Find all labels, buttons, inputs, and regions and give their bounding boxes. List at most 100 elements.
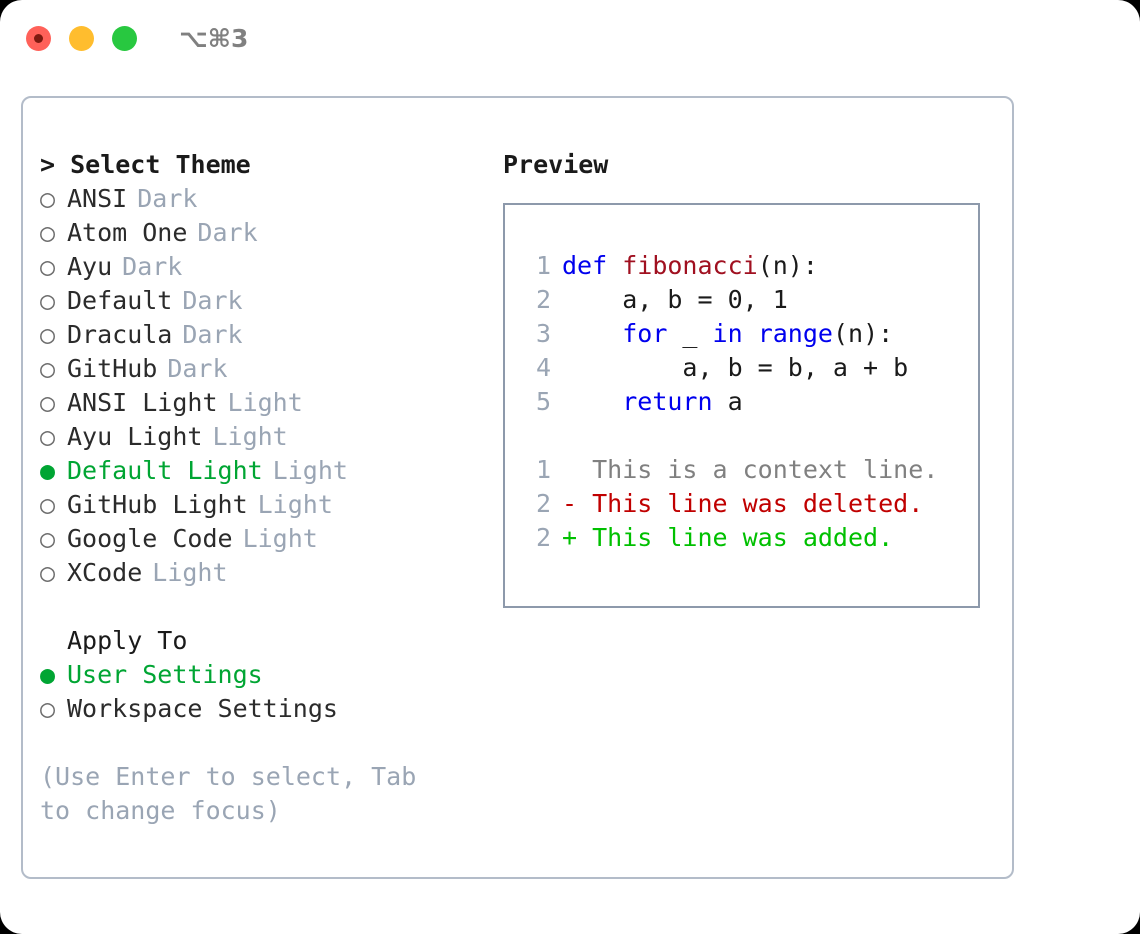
theme-variant-label: Dark: [182, 320, 243, 349]
theme-variant-label: Light: [272, 456, 348, 485]
line-number: 4: [535, 353, 551, 382]
radio-unselected-icon: ○: [40, 286, 56, 315]
theme-variant-label: Dark: [122, 252, 183, 281]
apply-to-option[interactable]: ● User Settings: [40, 658, 503, 692]
code-token-kw: return: [622, 387, 713, 416]
minimize-button-icon[interactable]: [69, 25, 94, 51]
select-theme-header: > Select Theme: [40, 150, 251, 179]
theme-variant-label: Light: [242, 524, 318, 553]
close-button-icon[interactable]: [26, 25, 51, 51]
theme-name: Default: [67, 286, 173, 315]
diff-text-add: + This line was added.: [562, 521, 893, 555]
diff-sign: +: [562, 523, 578, 552]
apply-to-label: Workspace Settings: [67, 694, 338, 723]
theme-name: ANSI Light: [67, 388, 218, 417]
diff-sign: -: [562, 489, 578, 518]
radio-unselected-icon: ○: [40, 252, 56, 281]
code-token-pl: a: [712, 387, 743, 416]
theme-variant-label: Dark: [167, 354, 228, 383]
help-spacer: [40, 726, 503, 760]
diff-content: This line was deleted.: [577, 489, 924, 518]
title-bar: ⌥⌘3: [0, 0, 1140, 76]
theme-list-item[interactable]: ○ GitHub Light Light: [40, 488, 503, 522]
theme-name: GitHub Light: [67, 490, 248, 519]
preview-title: Preview: [503, 150, 609, 179]
line-number: 5: [535, 387, 551, 416]
code-token-pl: [562, 387, 622, 416]
theme-name: Dracula: [67, 320, 173, 349]
radio-unselected-icon: ○: [40, 184, 56, 213]
code-token-kw: def: [562, 251, 608, 280]
apply-to-list[interactable]: ● User Settings ○Workspace Settings: [40, 658, 503, 726]
diff-line: 1 This is a context line.: [515, 453, 978, 487]
theme-variant-label: Dark: [137, 184, 198, 213]
help-text: (Use Enter to select, Tab to change focu…: [40, 762, 432, 825]
diff-text-del: - This line was deleted.: [562, 487, 923, 521]
theme-variant-label: Light: [257, 490, 333, 519]
radio-unselected-icon: ○: [40, 320, 56, 349]
theme-name: Google Code: [67, 524, 233, 553]
close-dot-icon: [34, 33, 43, 43]
theme-variant-label: Light: [212, 422, 288, 451]
theme-variant-label: Dark: [197, 218, 258, 247]
diff-text-ctx: This is a context line.: [562, 453, 938, 487]
code-line: 3 for _ in range(n):: [515, 317, 978, 351]
theme-name: Default Light: [67, 456, 263, 485]
zoom-button-icon[interactable]: [112, 25, 137, 51]
theme-name: Atom One: [67, 218, 188, 247]
diff-line: 2+ This line was added.: [515, 521, 978, 555]
code-line: 5 return a: [515, 385, 978, 419]
theme-variant-label: Light: [227, 388, 303, 417]
code-token-pl: _: [667, 319, 713, 348]
diff-line-number: 1: [535, 455, 551, 484]
radio-unselected-icon: ○: [40, 490, 56, 519]
diff-line: 2- This line was deleted.: [515, 487, 978, 521]
theme-list-item[interactable]: ● Default Light Light: [40, 454, 503, 488]
keyboard-shortcut-label: ⌥⌘3: [179, 23, 249, 53]
code-token-kw: range: [757, 319, 833, 348]
code-line: 4 a, b = b, a + b: [515, 351, 978, 385]
theme-name: Ayu: [67, 252, 113, 281]
theme-list-item[interactable]: ○ Ayu Dark: [40, 250, 503, 284]
theme-variant-label: Light: [152, 558, 228, 587]
code-line: 1 def fibonacci(n):: [515, 249, 978, 283]
radio-selected-icon: ●: [40, 456, 56, 485]
code-token-pl: a, b = 0, 1: [562, 285, 788, 314]
diff-content: This line was added.: [577, 523, 894, 552]
list-spacer: [40, 590, 503, 624]
code-line: 2 a, b = 0, 1: [515, 283, 978, 317]
apply-to-option[interactable]: ○Workspace Settings: [40, 692, 503, 726]
code-token-pl: a, b = b, a + b: [562, 353, 909, 382]
radio-unselected-icon: ○: [40, 558, 56, 587]
code-token-fn: fibonacci: [622, 251, 758, 280]
code-token-kw: for: [622, 319, 668, 348]
apply-to-header: Apply To: [67, 626, 188, 655]
theme-name: GitHub: [67, 354, 158, 383]
code-text: return a: [562, 385, 743, 419]
diff-sign: [562, 455, 577, 484]
line-number: 1: [535, 251, 551, 280]
radio-selected-icon: ●: [40, 660, 56, 689]
code-diff-gap: [515, 419, 978, 453]
apply-to-label: User Settings: [67, 660, 263, 689]
theme-list-item[interactable]: ○ Dracula Dark: [40, 318, 503, 352]
code-token-pl: [562, 319, 622, 348]
traffic-lights: [26, 25, 137, 51]
code-token-pl: (n):: [757, 251, 818, 280]
